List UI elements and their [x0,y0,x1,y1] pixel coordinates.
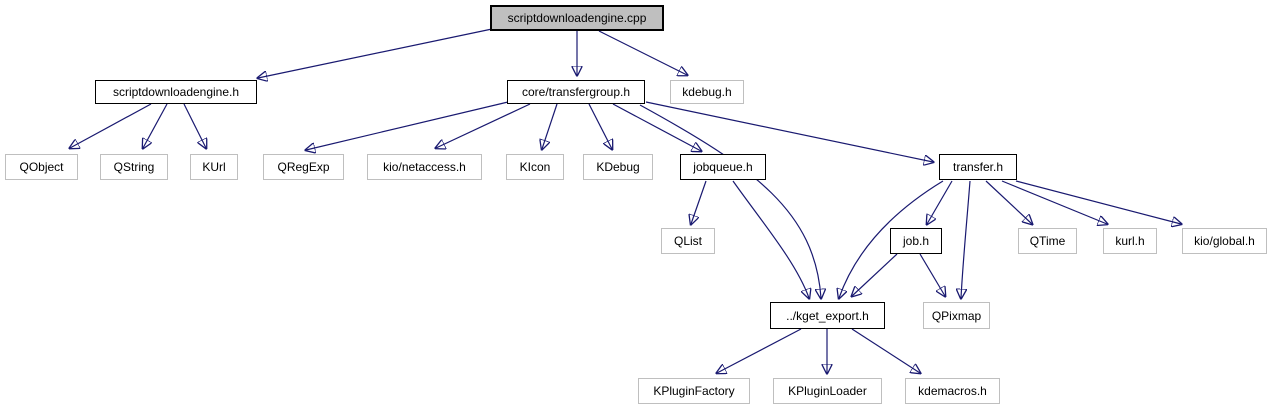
edge-transfer-to-job [927,180,953,224]
edge-h-to-kurl [183,103,206,148]
edge-jobqueue-to-kget-export [732,180,809,298]
edge-transfergroup-to-netaccess [436,103,531,148]
edge-cpp-to-kdebug-h [598,30,687,75]
node-kicon: KIcon [506,154,564,180]
node-jobqueue-h[interactable]: jobqueue.h [680,154,766,180]
edge-job-to-kget-export [852,253,898,296]
edge-jobqueue-to-qlist [691,180,707,224]
edge-transfergroup-to-transfer [645,101,933,162]
node-scriptdownloadengine-h[interactable]: scriptdownloadengine.h [95,80,257,104]
edge-transfer-to-kget-export [839,180,944,298]
edge-transfergroup-to-kicon [542,103,558,149]
node-kdebug-class: KDebug [583,154,653,180]
edge-transfergroup-to-kget-export [639,104,821,298]
node-kurl: KUrl [190,154,238,180]
node-kdemacros-h: kdemacros.h [905,378,1000,404]
edge-kget-export-to-kpluginfactory [717,328,802,373]
edge-transfer-to-qtime [985,180,1032,224]
edge-cpp-to-scriptdownloadengine-h [258,28,493,78]
node-qlist: QList [661,228,715,254]
node-core-transfergroup-h[interactable]: core/transfergroup.h [507,80,645,104]
node-kdebug-h: kdebug.h [670,80,744,104]
node-kpluginloader: KPluginLoader [773,378,882,404]
edge-transfergroup-to-qregexp [306,101,509,150]
node-scriptdownloadengine-cpp: scriptdownloadengine.cpp [490,5,664,31]
node-qpixmap: QPixmap [923,302,990,329]
node-qstring: QString [100,154,168,180]
edge-h-to-qobject [70,103,152,148]
node-job-h[interactable]: job.h [890,228,942,254]
node-kio-global-h: kio/global.h [1182,228,1267,254]
edge-job-to-qpixmap [919,253,945,296]
edge-transfer-to-kurl-h [1001,180,1107,224]
node-kpluginfactory: KPluginFactory [638,378,750,404]
edge-kget-export-to-kdemacros [851,328,920,373]
edge-h-to-qstring [143,103,168,148]
node-kurl-h: kurl.h [1103,228,1157,254]
edge-transfer-to-kio-global [1015,180,1181,224]
node-kio-netaccess-h: kio/netaccess.h [367,154,482,180]
node-qobject: QObject [5,154,78,180]
node-qregexp: QRegExp [263,154,344,180]
node-kget-export-h[interactable]: ../kget_export.h [770,302,885,329]
edge-transfergroup-to-jobqueue [612,103,701,151]
edge-transfergroup-to-kdebug [588,103,612,149]
node-transfer-h[interactable]: transfer.h [939,154,1017,180]
node-qtime: QTime [1018,228,1077,254]
edge-transfer-to-qpixmap [961,180,971,298]
